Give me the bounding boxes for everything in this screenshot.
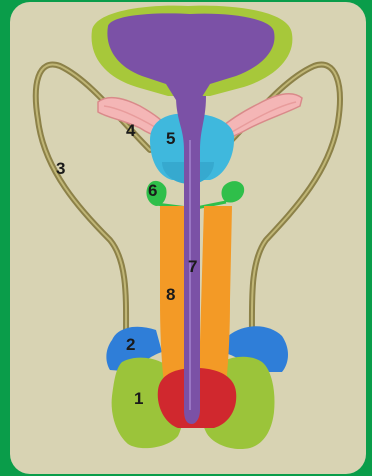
label-2: 2 xyxy=(126,335,135,354)
label-4: 4 xyxy=(126,121,136,140)
label-7: 7 xyxy=(188,257,197,276)
label-8: 8 xyxy=(166,285,175,304)
label-5: 5 xyxy=(166,129,175,148)
label-6: 6 xyxy=(148,181,157,200)
label-1: 1 xyxy=(134,389,143,408)
label-3: 3 xyxy=(56,159,65,178)
